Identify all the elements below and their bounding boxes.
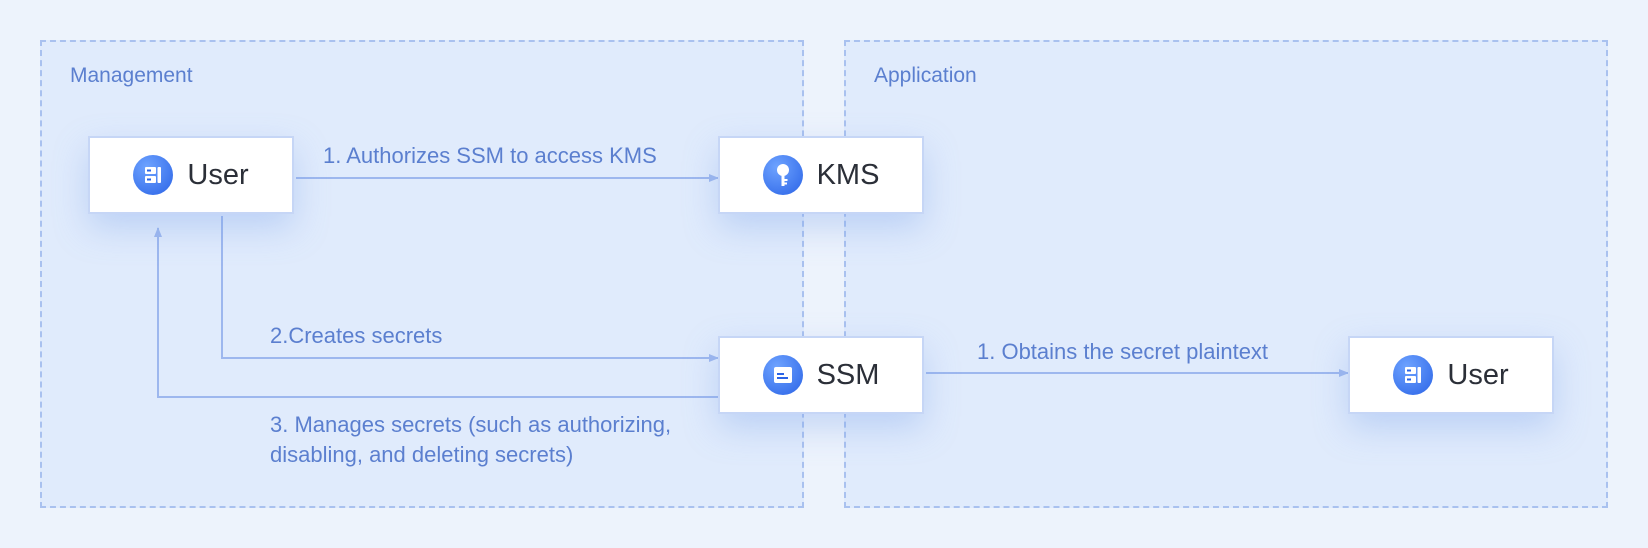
user-application-node: User	[1348, 336, 1554, 414]
user-management-label: User	[187, 158, 249, 191]
user-management-node: User	[88, 136, 294, 214]
edge-label-manage-2: disabling, and deleting secrets)	[270, 442, 574, 467]
edge-label-create: 2.Creates secrets	[270, 323, 443, 348]
edge-label-authorize: 1. Authorizes SSM to access KMS	[323, 143, 657, 168]
management-zone-title: Management	[70, 64, 193, 87]
ssm-node: SSM	[718, 336, 924, 414]
kms-label: KMS	[816, 158, 880, 191]
ssm-label: SSM	[816, 358, 880, 391]
edge-manage	[154, 227, 718, 398]
kms-node: KMS	[718, 136, 924, 214]
server-icon	[1393, 355, 1434, 395]
application-zone: Application	[844, 40, 1608, 508]
edge-label-manage-1: 3. Manages secrets (such as authorizing,	[270, 412, 672, 437]
application-zone-title: Application	[874, 64, 977, 87]
key-icon	[762, 155, 803, 195]
document-icon	[762, 355, 803, 395]
edge-create	[221, 216, 719, 362]
server-icon	[133, 155, 174, 195]
edge-label-obtain: 1. Obtains the secret plaintext	[977, 339, 1269, 364]
user-application-label: User	[1447, 358, 1509, 391]
management-zone: Management	[40, 40, 804, 508]
